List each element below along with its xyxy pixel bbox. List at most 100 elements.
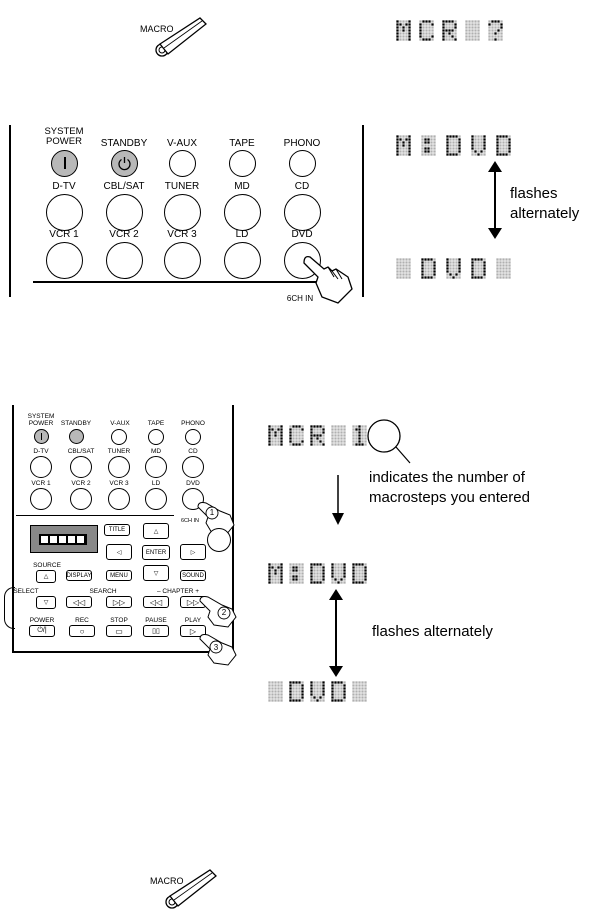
pause-button[interactable]: ▯▯: [143, 625, 169, 637]
search-back-button[interactable]: ◁◁: [66, 596, 92, 608]
macro-press-bottom: MACRO: [150, 862, 240, 922]
s-label-standby: STANDBY: [60, 420, 92, 427]
s-label-d-tv: D-TV: [33, 448, 49, 455]
stop-button[interactable]: ▭: [106, 625, 132, 637]
s-label-dvd: DVD: [186, 480, 200, 487]
note-indicates: indicates the number of: [369, 469, 525, 486]
label-standby: STANDBY: [100, 138, 148, 149]
source-up-button[interactable]: △: [36, 570, 56, 583]
s-cbl-sat-button[interactable]: [70, 456, 92, 478]
note-flashes-alternately: flashes alternately: [372, 623, 493, 640]
play-button[interactable]: ▷: [180, 625, 206, 637]
display-button[interactable]: DISPLAY: [66, 570, 92, 581]
step-mark-3: 3: [213, 643, 219, 652]
title-button[interactable]: TITLE: [104, 524, 130, 536]
vcr1-button[interactable]: [46, 242, 83, 279]
cd-button[interactable]: [284, 194, 321, 231]
label-vcr3: VCR 3: [167, 229, 197, 240]
remote-left-border: [12, 405, 14, 653]
sound-button[interactable]: SOUND: [180, 570, 206, 581]
source-down-button[interactable]: ▽: [36, 596, 56, 609]
cursor-up-button[interactable]: △: [143, 523, 169, 539]
system-power-button[interactable]: [51, 150, 78, 177]
hand-pointer-icon: [303, 255, 353, 304]
menu-button[interactable]: MENU: [106, 570, 132, 581]
s-label-chapter: – CHAPTER +: [156, 588, 200, 595]
v-aux-button[interactable]: [169, 150, 196, 177]
s-label-md: MD: [150, 448, 162, 455]
s-standby-button[interactable]: [69, 429, 84, 444]
note-flashes: flashes: [510, 185, 558, 202]
cursor-down-button[interactable]: ▽: [143, 565, 169, 581]
macro-label-bottom: MACRO: [150, 876, 184, 886]
s-tuner-button[interactable]: [108, 456, 130, 478]
display-dvd-2: [268, 681, 367, 702]
panel-bottom-line: [33, 281, 333, 283]
label-d-tv: D-TV: [52, 181, 76, 192]
tape-button[interactable]: [229, 150, 256, 177]
phono-button[interactable]: [289, 150, 316, 177]
s-vcr3-button[interactable]: [108, 488, 130, 510]
pointing-finger-icon-bottom: [165, 869, 217, 909]
rec-button[interactable]: ○: [69, 625, 95, 637]
down-arrow: [332, 475, 344, 525]
macro-press-top: MACRO: [140, 10, 230, 70]
s-phono-button[interactable]: [185, 429, 201, 445]
cursor-left-button[interactable]: ◁: [106, 544, 132, 560]
md-button[interactable]: [224, 194, 261, 231]
cursor-right-button[interactable]: ▷: [180, 544, 206, 560]
vcr2-button[interactable]: [106, 242, 143, 279]
label-phono: PHONO: [283, 138, 321, 149]
panel-left-border: [9, 125, 11, 297]
search-fwd-button[interactable]: ▷▷: [106, 596, 132, 608]
s-system-power-button[interactable]: [34, 429, 49, 444]
s-cd-button[interactable]: [182, 456, 204, 478]
s-d-tv-button[interactable]: [30, 456, 52, 478]
s-label-tuner: TUNER: [107, 448, 131, 455]
s-label-source: SOURCE: [33, 562, 61, 569]
s-md-button[interactable]: [145, 456, 167, 478]
s-label-cd: CD: [188, 448, 198, 455]
s-label-ld: LD: [151, 480, 161, 487]
display-mcr-question: [396, 20, 503, 41]
chapter-back-button[interactable]: ◁◁: [143, 596, 169, 608]
hand-step1-icon: [197, 502, 235, 536]
s-v-aux-button[interactable]: [111, 429, 127, 445]
hand-step3-icon: [199, 634, 237, 666]
standby-button[interactable]: [111, 150, 138, 177]
ld-button[interactable]: [224, 242, 261, 279]
enter-button[interactable]: ENTER: [142, 545, 170, 560]
s-ld-button[interactable]: [145, 488, 167, 510]
power-toggle-button[interactable]: ⏻/|: [29, 625, 55, 637]
label-6ch-in: 6CH IN: [286, 294, 314, 303]
tuner-button[interactable]: [164, 194, 201, 231]
s-label-play: PLAY: [184, 617, 202, 624]
s-label-power: POWER: [29, 617, 55, 624]
d-tv-button[interactable]: [46, 194, 83, 231]
note-macrosteps: macrosteps you entered: [369, 489, 530, 506]
remote-lcd: [30, 525, 98, 553]
double-arrow-1: [488, 161, 502, 239]
s-vcr2-button[interactable]: [70, 488, 92, 510]
step-mark-2: 2: [221, 608, 227, 617]
step-mark-1: 1: [209, 508, 215, 517]
s-6ch-in-button[interactable]: [207, 528, 231, 552]
label-md: MD: [234, 181, 250, 192]
cbl-sat-button[interactable]: [106, 194, 143, 231]
s-tape-button[interactable]: [148, 429, 164, 445]
s-label-phono: PHONO: [181, 420, 205, 427]
vcr3-button[interactable]: [164, 242, 201, 279]
s-label-rec: REC: [75, 617, 89, 624]
remote-right-border: [232, 405, 234, 651]
s-vcr1-button[interactable]: [30, 488, 52, 510]
label-cd: CD: [294, 181, 310, 192]
s-label-v-aux: V-AUX: [110, 420, 130, 427]
label-tape: TAPE: [229, 138, 255, 149]
label-cbl-sat: CBL/SAT: [103, 181, 145, 192]
label-dvd: DVD: [291, 229, 313, 240]
label-tuner: TUNER: [164, 181, 200, 192]
